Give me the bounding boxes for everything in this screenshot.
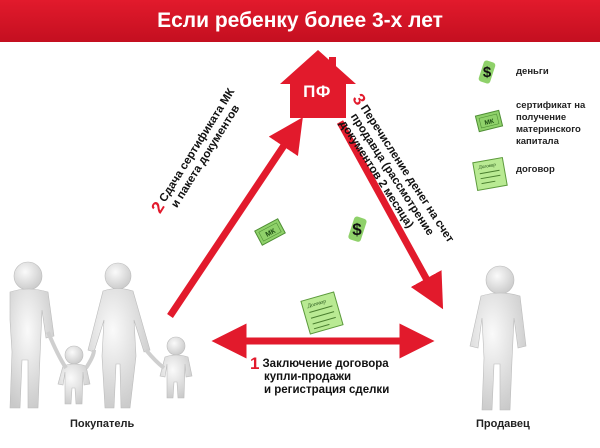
legend-certificate-icon: МК [474,109,504,133]
arrow-step2 [167,117,303,318]
svg-text:$: $ [352,220,362,239]
pension-fund-label: ПФ [303,82,331,101]
legend-certificate-label: сертификат на получение материнского кап… [516,100,586,147]
legend-money-label: деньги [516,66,549,77]
money-icon: $ [348,216,367,242]
arrow-step3 [336,120,444,310]
certificate-icon: МК [254,218,286,246]
step1-line3: и регистрация сделки [264,384,390,396]
legend-money-icon: $ [478,60,496,84]
step1-line1: Заключение договора [262,358,389,370]
contract-icon-text: Договор [306,299,327,310]
buyer-label: Покупатель [70,418,135,430]
pension-fund-house-icon [280,50,356,118]
svg-text:$: $ [483,64,492,81]
step1-number: 1 [250,354,260,373]
step1-line2: купли-продажи [264,371,352,383]
buyer-family-figure [9,261,193,409]
certificate-icon-text: МК [265,228,278,239]
legend-certificate-icon-text: МК [484,118,495,127]
legend-contract-icon-text: Договор [477,163,496,171]
legend-contract-label: договор [516,164,555,175]
page-title: Если ребенку более 3-х лет [157,9,443,32]
seller-label: Продавец [476,418,530,430]
legend-contract-icon: Договор [472,157,508,191]
seller-figure [469,265,527,411]
title-banner: Если ребенку более 3-х лет [0,0,600,42]
contract-icon: Договор [300,291,344,335]
